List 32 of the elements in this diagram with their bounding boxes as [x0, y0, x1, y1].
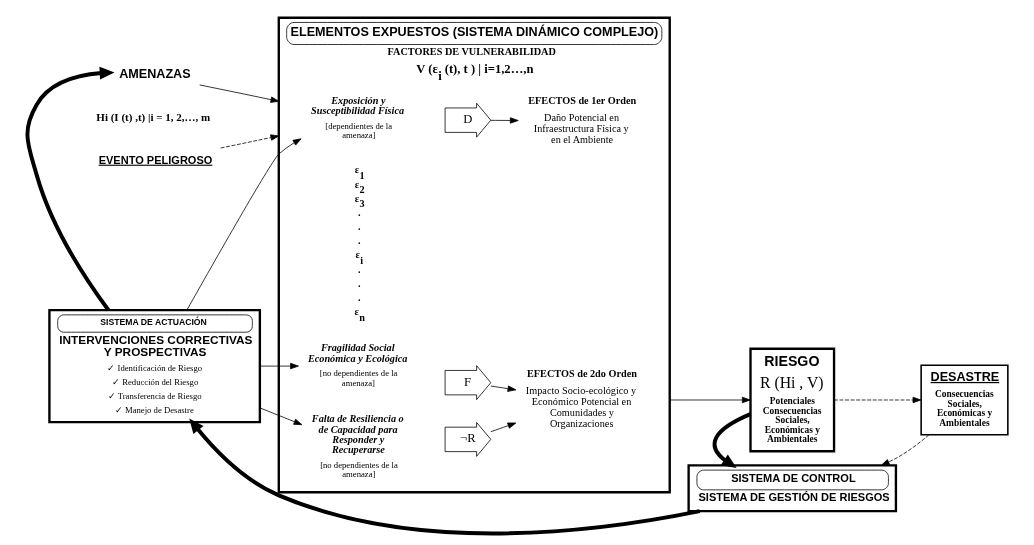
- node-text: AMENAZAS: [118, 67, 191, 82]
- arrow: [198, 84, 279, 103]
- label: .: [357, 291, 361, 303]
- node-box: DESASTRE Consecuencias Sociales, Económicas y Ambientales: [919, 364, 1009, 436]
- label: .: [357, 263, 361, 275]
- node-text: EFECTOS de 2do Orden Impacto Socio-ecológico y Económico Potencial en Comunidades y Organizaciones: [525, 368, 637, 430]
- node-box: SISTEMA DE CONTROL SISTEMA DE GESTIÓN DE RIESGOS: [686, 464, 897, 513]
- node-box: RIESGO R (Hi , V) Potenciales Consecuencias Sociales, Económicas y Ambientales: [748, 347, 835, 453]
- arrow: [833, 396, 921, 404]
- label: .: [357, 206, 361, 218]
- node-text: Exposición y Susceptibilidad Física [dependientes de la amenaza]: [310, 94, 404, 141]
- arrow: [712, 412, 751, 469]
- arrow: [259, 407, 302, 426]
- arrow: [259, 362, 299, 370]
- arrow: [489, 117, 519, 124]
- node-text: EFECTOS de 1er Orden Daño Potencial en Infraestructura Física y en el Ambiente: [527, 94, 636, 145]
- arrow: [489, 385, 516, 392]
- arrow: [219, 134, 279, 149]
- arrow: [188, 418, 700, 536]
- label: .: [357, 235, 361, 247]
- arrow: [668, 396, 751, 404]
- node-text: Falta de Resiliencia o de Capacidad para Responder y Recuperarse [no dependientes de la amenaza]: [311, 413, 404, 480]
- arrow: [186, 138, 301, 311]
- node-text: EVENTO PELIGROSO: [98, 153, 212, 166]
- arrow: [489, 422, 516, 433]
- node-text: Fragilidad Social Económica y Ecológica [no dependientes de la amenaza]: [307, 342, 407, 388]
- arrow: [880, 434, 929, 466]
- arrow: [25, 66, 114, 312]
- label: Hi (I (t) ,t) |i = 1, 2,…, m: [95, 110, 210, 123]
- label: .: [357, 277, 361, 289]
- label: .: [357, 221, 361, 233]
- node-box: SISTEMA DE ACTUACIÓN INTERVENCIONES CORRECTIVAS Y PROSPECTIVAS ✓ Identificación de Riesgo ✓ Reducción del Riesgo ✓ Transferencia de Riesgo ✓ Manejo de Desastre: [47, 308, 261, 424]
